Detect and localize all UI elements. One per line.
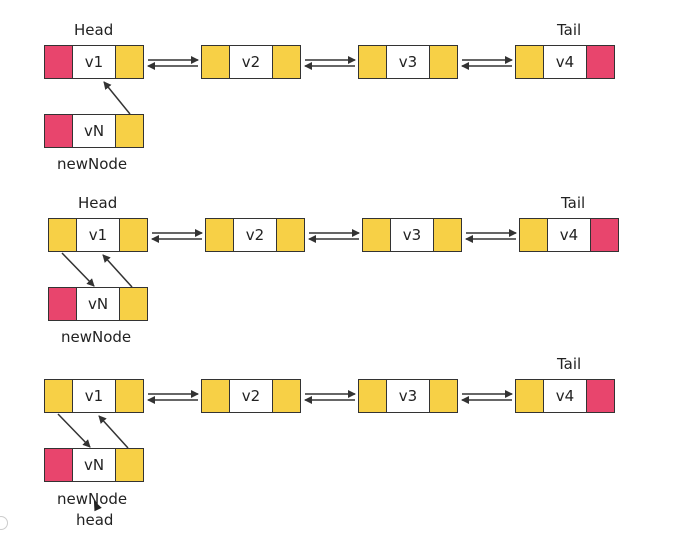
prev-pointer-cell: [520, 219, 547, 251]
link-arrows-step-1: [103, 56, 513, 115]
node-value: v4: [547, 219, 591, 251]
prev-pointer-cell: [359, 380, 386, 412]
prev-pointer-cell: [206, 219, 233, 251]
node-value: v3: [386, 380, 430, 412]
prev-pointer-cell: [202, 46, 229, 78]
node-value: v3: [390, 219, 434, 251]
list-node: v1: [48, 218, 148, 252]
head-prev-arrow: [57, 413, 91, 448]
new-node-label: newNode: [57, 490, 128, 508]
list-node: v2: [205, 218, 305, 252]
node-value: v2: [229, 380, 273, 412]
new-node-next-arrow: [102, 254, 133, 288]
prev-pointer-cell: [202, 380, 229, 412]
new-node: vN: [48, 287, 148, 321]
list-node: v2: [201, 45, 301, 79]
next-null-cell: [591, 219, 618, 251]
node-value: v2: [229, 46, 273, 78]
prev-pointer-cell: [359, 46, 386, 78]
next-pointer-cell: [273, 46, 300, 78]
link-arrows-step-3: [57, 390, 513, 449]
list-node: v2: [201, 379, 301, 413]
head-prev-arrow: [61, 252, 95, 287]
prev-null-cell: [45, 115, 72, 147]
prev-pointer-cell: [516, 380, 543, 412]
prev-null-cell: [45, 449, 72, 481]
node-value: v4: [543, 380, 587, 412]
node-value: v2: [233, 219, 277, 251]
node-value: v3: [386, 46, 430, 78]
next-pointer-cell: [116, 46, 143, 78]
tail-label: Tail: [557, 21, 582, 39]
new-node: vN: [44, 114, 144, 148]
next-pointer-cell: [120, 219, 147, 251]
prev-null-cell: [49, 288, 76, 320]
next-pointer-cell: [120, 288, 147, 320]
list-node: v3: [358, 45, 458, 79]
next-pointer-cell: [116, 380, 143, 412]
head-label: Head: [74, 21, 114, 39]
link-arrows-step-2: [61, 229, 517, 288]
list-node: v3: [358, 379, 458, 413]
prev-pointer-cell: [49, 219, 76, 251]
node-value: v1: [72, 46, 116, 78]
list-node: v1: [44, 379, 144, 413]
new-node-label: newNode: [61, 328, 132, 346]
node-value: v1: [76, 219, 120, 251]
node-value: vN: [76, 288, 120, 320]
prev-pointer-cell: [516, 46, 543, 78]
tail-label: Tail: [557, 355, 582, 373]
new-node-next-arrow: [103, 81, 131, 115]
next-pointer-cell: [434, 219, 461, 251]
next-pointer-cell: [277, 219, 304, 251]
prev-pointer-cell: [363, 219, 390, 251]
head-label: head: [76, 511, 114, 529]
tail-label: Tail: [561, 194, 586, 212]
node-value: vN: [72, 449, 116, 481]
next-pointer-cell: [430, 380, 457, 412]
prev-null-cell: [45, 46, 72, 78]
next-pointer-cell: [430, 46, 457, 78]
node-value: v4: [543, 46, 587, 78]
list-node: v1: [44, 45, 144, 79]
new-node-label: newNode: [57, 155, 128, 173]
list-node: v3: [362, 218, 462, 252]
next-pointer-cell: [116, 449, 143, 481]
node-value: v1: [72, 380, 116, 412]
next-null-cell: [587, 46, 614, 78]
next-pointer-cell: [116, 115, 143, 147]
new-node-next-arrow: [98, 415, 129, 449]
new-node: vN: [44, 448, 144, 482]
head-label: Head: [78, 194, 118, 212]
next-null-cell: [587, 380, 614, 412]
prev-pointer-cell: [45, 380, 72, 412]
list-node: v4: [519, 218, 619, 252]
node-value: vN: [72, 115, 116, 147]
next-pointer-cell: [273, 380, 300, 412]
list-node: v4: [515, 379, 615, 413]
list-node: v4: [515, 45, 615, 79]
